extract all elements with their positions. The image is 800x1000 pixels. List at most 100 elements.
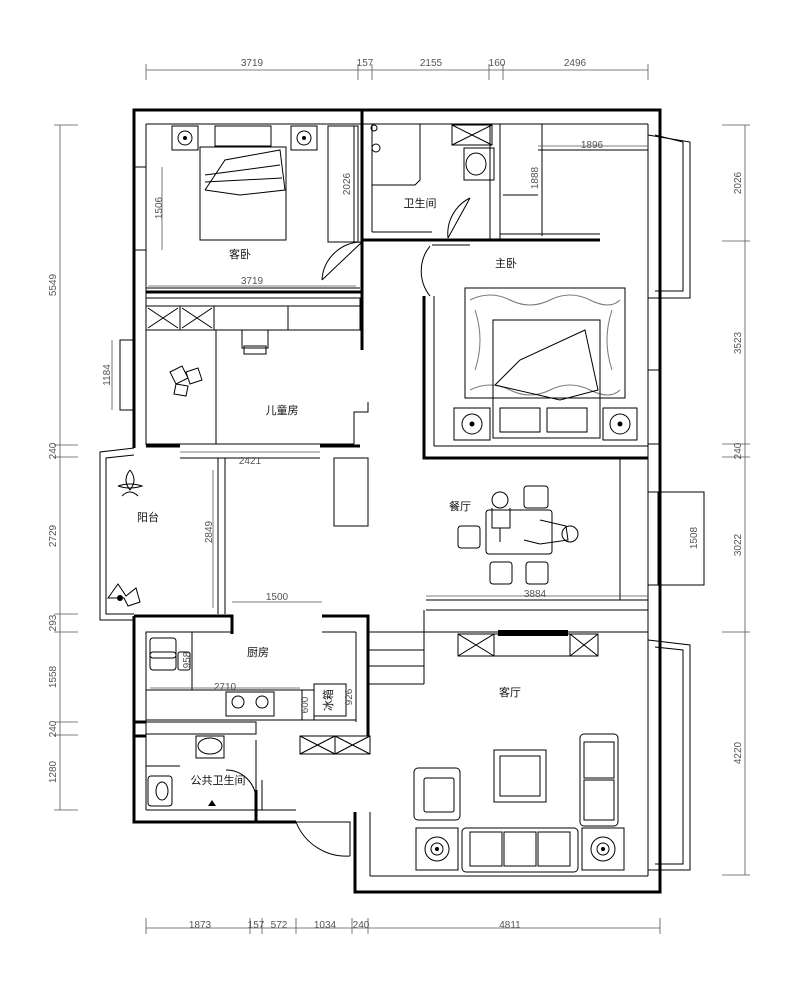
sink-icon — [197, 737, 223, 755]
dim-inner-balcony-width: 2421 — [239, 456, 262, 467]
dim-top-4: 160 — [489, 58, 506, 69]
bathroom: 卫生间 — [360, 110, 501, 242]
right-dimension-chain: 2026 3523 240 3022 4220 — [722, 124, 750, 876]
dim-left-7: 1558 — [48, 665, 59, 688]
sink-icon — [149, 637, 177, 659]
room-label-public-bathroom: 公共卫生间 — [191, 773, 246, 787]
dim-right-2: 3523 — [733, 331, 744, 354]
nightstand-icon — [602, 407, 638, 441]
master-bed — [492, 319, 601, 439]
side-table-icon — [581, 827, 625, 871]
public-bathroom: 公共卫生间 — [145, 721, 371, 810]
room-label-balcony: 阳台 — [137, 510, 159, 524]
dining-chair — [523, 485, 549, 509]
dim-top-5: 2496 — [564, 58, 587, 69]
master-rug — [464, 287, 626, 399]
dim-left-3: 1184 — [102, 364, 113, 386]
dim-inner-master-1: 1896 — [581, 140, 604, 151]
bottom-dimension-chain: 1873 157 572 1034 240 4811 — [145, 918, 661, 934]
door-swing — [447, 197, 471, 239]
armchair-icon — [413, 767, 461, 821]
dim-inner-dining-window: 1508 — [689, 526, 700, 549]
plant-icon — [107, 583, 141, 607]
dim-inner-guest-width: 3719 — [241, 276, 264, 287]
dim-bottom-6: 4811 — [499, 920, 521, 931]
dim-inner-wardrobe: 2026 — [342, 172, 353, 195]
kitchen: 1500 958 2710 600 926 冰箱 厨房 — [134, 592, 370, 722]
entry-steps — [368, 610, 425, 685]
dim-right-1: 2026 — [733, 171, 744, 194]
dining-chair — [525, 561, 549, 585]
kids-desk-chair — [241, 329, 269, 355]
person-icon — [491, 491, 511, 542]
side-table-icon — [415, 827, 459, 871]
dining-chair — [489, 561, 513, 585]
door-swing — [321, 241, 363, 281]
kids-storage — [145, 305, 361, 331]
dim-right-4: 3022 — [733, 533, 744, 556]
door-swing — [420, 244, 470, 297]
dim-inner-kitchen-depth: 958 — [182, 651, 193, 668]
dining-table — [485, 509, 553, 555]
kids-room: 儿童房 — [145, 292, 369, 445]
dim-left-8: 240 — [48, 720, 59, 737]
sofa-icon — [579, 733, 619, 827]
dim-top-3: 2155 — [420, 58, 443, 69]
dining-room: 3884 1508 餐厅 — [333, 457, 700, 611]
dim-inner-dining-width: 3884 — [524, 589, 547, 600]
dim-left-1: 5549 — [48, 273, 59, 296]
dim-inner-fridge-600: 600 — [300, 696, 311, 713]
dim-left-9: 1280 — [48, 760, 59, 783]
windows — [119, 134, 705, 871]
balcony: 2421 2849 阳台 — [99, 447, 320, 621]
dim-bottom-1: 1873 — [189, 920, 212, 931]
coffee-table — [493, 749, 547, 803]
room-label-master-bedroom: 主卧 — [495, 257, 517, 270]
master-bedroom: 1896 1888 主卧 — [420, 124, 648, 460]
dim-left-4: 240 — [48, 442, 59, 459]
room-label-kids-room: 儿童房 — [266, 403, 299, 417]
nightstand-icon — [171, 125, 199, 151]
room-label-living: 客厅 — [499, 685, 521, 699]
wardrobe — [327, 125, 359, 243]
dining-chair — [457, 525, 481, 549]
bathroom-cabinet — [451, 124, 493, 146]
sofa-icon — [461, 827, 579, 873]
top-dimension-chain: 3719 157 2155 160 2496 — [145, 58, 649, 80]
dim-bottom-2: 157 — [248, 920, 265, 931]
guest-bed — [199, 146, 287, 241]
stove-icon — [225, 691, 275, 717]
dim-inner-counter-length: 2710 — [214, 682, 237, 693]
nightstand-icon — [453, 407, 491, 441]
dim-top-2: 157 — [357, 58, 374, 69]
plant-icon — [169, 365, 203, 397]
living-room: 客厅 — [370, 630, 648, 873]
tv-cabinet — [457, 633, 599, 657]
left-dimension-chain: 5549 240 2729 293 1558 240 1280 1506 118… — [48, 124, 165, 811]
fridge-label: 冰箱 — [321, 689, 335, 711]
plant-icon — [117, 469, 144, 497]
tv-icon — [498, 630, 568, 636]
entrance-door — [295, 821, 351, 857]
room-label-dining: 餐厅 — [449, 499, 471, 513]
door-swing — [295, 821, 351, 857]
dim-top-1: 3719 — [241, 58, 264, 69]
fridge — [313, 683, 347, 717]
dim-inner-balcony-height: 2849 — [204, 520, 215, 543]
dim-right-5: 4220 — [733, 741, 744, 764]
room-label-guest-bedroom: 客卧 — [229, 247, 251, 261]
dim-inner-kitchen-width: 1500 — [266, 592, 289, 603]
dim-inner-fridge-926: 926 — [344, 688, 355, 705]
nightstand-icon — [290, 125, 318, 151]
interior-walls — [132, 238, 600, 822]
dim-left-5: 2729 — [48, 524, 59, 547]
dim-bottom-5: 240 — [353, 920, 370, 931]
toilet-icon — [147, 775, 173, 807]
room-label-bathroom: 卫生间 — [404, 196, 437, 210]
guest-bedroom: 3719 2026 客卧 — [146, 125, 363, 289]
person-icon — [523, 519, 579, 545]
dim-inner-master-2: 1888 — [530, 166, 541, 189]
dim-left-2: 1506 — [154, 196, 165, 219]
dim-left-6: 293 — [48, 614, 59, 631]
